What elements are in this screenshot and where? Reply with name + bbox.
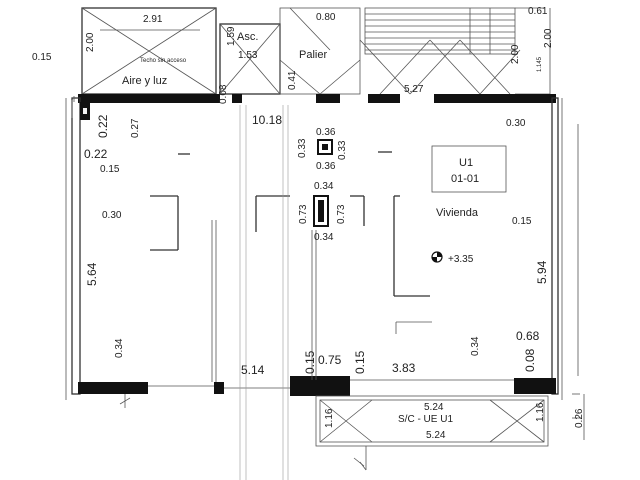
dim-0-30-left: 0.30 bbox=[102, 210, 122, 221]
walls bbox=[65, 94, 563, 400]
dim-1-16-left: 1.16 bbox=[324, 408, 335, 428]
dim-0-36-top: 0.36 bbox=[316, 127, 336, 138]
room-note-techo: Techo sin acceso bbox=[140, 58, 187, 64]
dim-5-64: 5.64 bbox=[85, 262, 99, 286]
dim-5-24-top: 5.24 bbox=[424, 402, 444, 413]
dim-1-53: 1.53 bbox=[238, 50, 258, 61]
balcony bbox=[315, 395, 549, 447]
dim-5-14: 5.14 bbox=[241, 363, 265, 377]
unit-id: U1 bbox=[459, 157, 473, 169]
dim-0-08-bottom: 0.08 bbox=[523, 348, 537, 372]
level-label: +3.35 bbox=[448, 254, 474, 265]
room-label-asc: Asc. bbox=[237, 31, 258, 43]
dim-5-27: 5.27 bbox=[404, 84, 424, 95]
dim-0-61: 0.61 bbox=[528, 6, 548, 17]
dim-5-94: 5.94 bbox=[535, 260, 549, 284]
grid-lines bbox=[71, 100, 289, 480]
dim-0-34-left: 0.34 bbox=[114, 338, 125, 358]
dim-0-15-a: 0.15 bbox=[100, 164, 120, 175]
dim-1-59: 1.59 bbox=[226, 26, 237, 46]
dim-2-91: 2.91 bbox=[143, 14, 163, 25]
dim-0-73-right: 0.73 bbox=[336, 204, 347, 224]
dim-0-15-d: 0.15 bbox=[353, 350, 367, 374]
dim-2-00-stair: 2.00 bbox=[510, 44, 521, 64]
dim-10-18: 10.18 bbox=[252, 113, 282, 127]
unit-code: 01-01 bbox=[451, 173, 479, 185]
partitions bbox=[150, 151, 432, 382]
dim-0-15-left: 0.15 bbox=[32, 52, 52, 63]
level-marker-icon bbox=[431, 251, 443, 263]
dim-0-30-right: 0.30 bbox=[506, 118, 526, 129]
service-strip bbox=[81, 7, 551, 95]
dim-1-145: 1.145 bbox=[537, 56, 543, 72]
north-arrow-icon bbox=[353, 446, 367, 471]
dim-0-73-left: 0.73 bbox=[298, 204, 309, 224]
dim-0-33-right: 0.33 bbox=[337, 140, 348, 160]
dim-0-33-left: 0.33 bbox=[297, 138, 308, 158]
dim-0-68: 0.68 bbox=[516, 329, 540, 343]
dimension-ticks bbox=[73, 96, 585, 440]
dim-0-27: 0.27 bbox=[130, 118, 141, 138]
dim-0-34-top: 0.34 bbox=[314, 181, 334, 192]
dim-0-75: 0.75 bbox=[318, 353, 342, 367]
dim-0-26: 0.26 bbox=[574, 408, 585, 428]
unit-label-frame bbox=[431, 145, 507, 193]
room-label-aire-luz: Aire y luz bbox=[122, 75, 167, 87]
dim-0-22-b: 0.22 bbox=[84, 147, 108, 161]
dim-0-15-c: 0.15 bbox=[303, 350, 317, 374]
dim-0-34-bottom: 0.34 bbox=[314, 232, 334, 243]
dim-0-80: 0.80 bbox=[316, 12, 336, 23]
dim-0-15-b: 0.15 bbox=[512, 216, 532, 227]
balcony-label: S/C - UE U1 bbox=[398, 414, 453, 425]
dim-0-34-mid: 0.34 bbox=[470, 336, 481, 356]
room-label-vivienda: Vivienda bbox=[436, 207, 479, 219]
dim-5-24-bottom: 5.24 bbox=[426, 430, 446, 441]
dim-2-00-left: 2.00 bbox=[85, 32, 96, 52]
dim-1-16-right: 1.16 bbox=[535, 402, 546, 422]
structural-columns bbox=[313, 139, 333, 227]
staircase bbox=[364, 7, 550, 95]
dim-0-41: 0.41 bbox=[287, 70, 298, 90]
dim-2-00-right: 2.00 bbox=[543, 28, 554, 48]
room-label-palier: Palier bbox=[299, 49, 327, 61]
dim-0-36-bottom: 0.36 bbox=[316, 161, 336, 172]
dim-0-22-a: 0.22 bbox=[96, 114, 110, 138]
dim-3-83: 3.83 bbox=[392, 361, 416, 375]
dim-0-08: 0.08 bbox=[218, 84, 229, 104]
